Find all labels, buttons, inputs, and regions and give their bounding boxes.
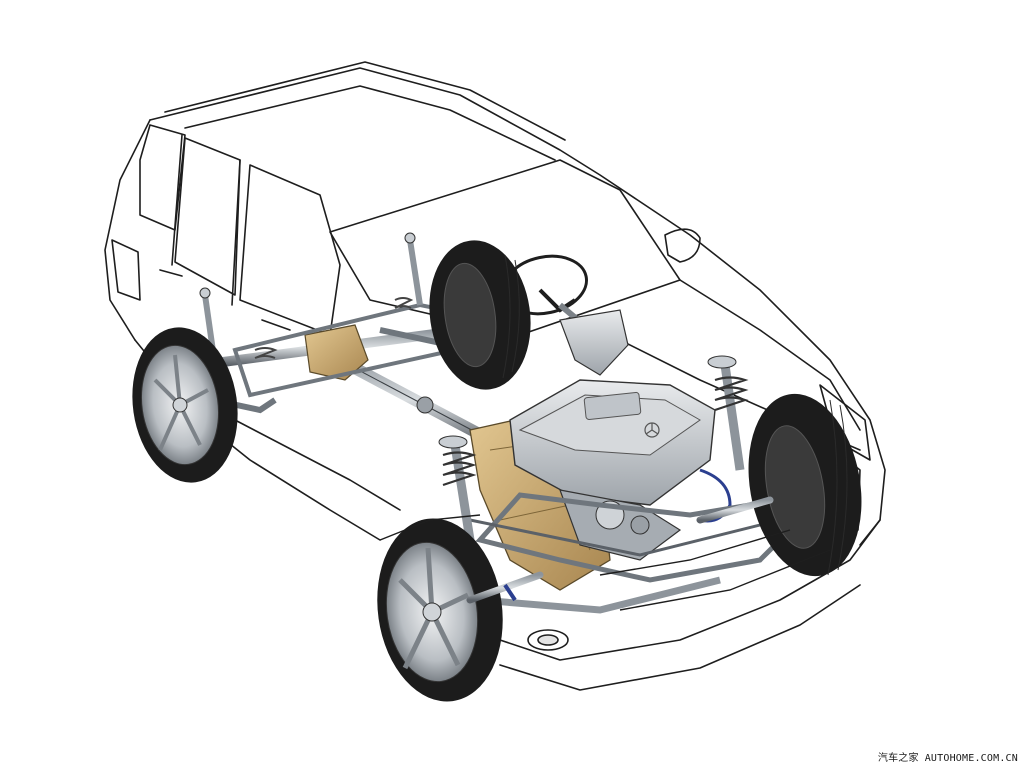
side-mirror [664,228,701,263]
front-strut-left [438,435,477,541]
front-fascia-overlay [379,514,831,611]
coolant-hose [699,468,732,523]
engine-cover-grille [583,391,642,420]
rear-side-window [174,137,241,296]
three-pointed-star-icon [644,422,660,438]
rear-taillight [111,239,141,301]
rear-left-wheel [132,327,238,483]
front-right-wheel [748,393,862,577]
rear-door-handle [159,269,183,277]
b-pillar [231,159,241,306]
front-bumper [469,519,881,661]
front-door-handle [261,319,291,331]
front-side-window [239,164,341,336]
site-watermark: 汽车之家 AUTOHOME.COM.CN [878,749,1018,764]
roof-line [149,67,886,546]
front-driveshafts [466,496,774,604]
watermark-site: AUTOHOME.COM.CN [924,753,1018,764]
front-strut-right [707,355,749,471]
roof-inner [184,85,556,161]
bumper-lower [499,584,861,691]
door-lower [234,419,401,511]
v6-engine [509,379,783,561]
watermark-brand-cn: 汽车之家 [877,753,919,764]
fog-lamp [527,629,569,651]
rear-hatch [104,119,151,341]
roof-rail [164,61,566,141]
rear-right-wheel [429,240,531,390]
steering-gearbox [559,309,629,376]
c-pillar [171,134,183,266]
front-left-wheel [377,518,503,702]
rear-quarter-window [139,124,186,231]
rear-shock-right [407,239,423,306]
